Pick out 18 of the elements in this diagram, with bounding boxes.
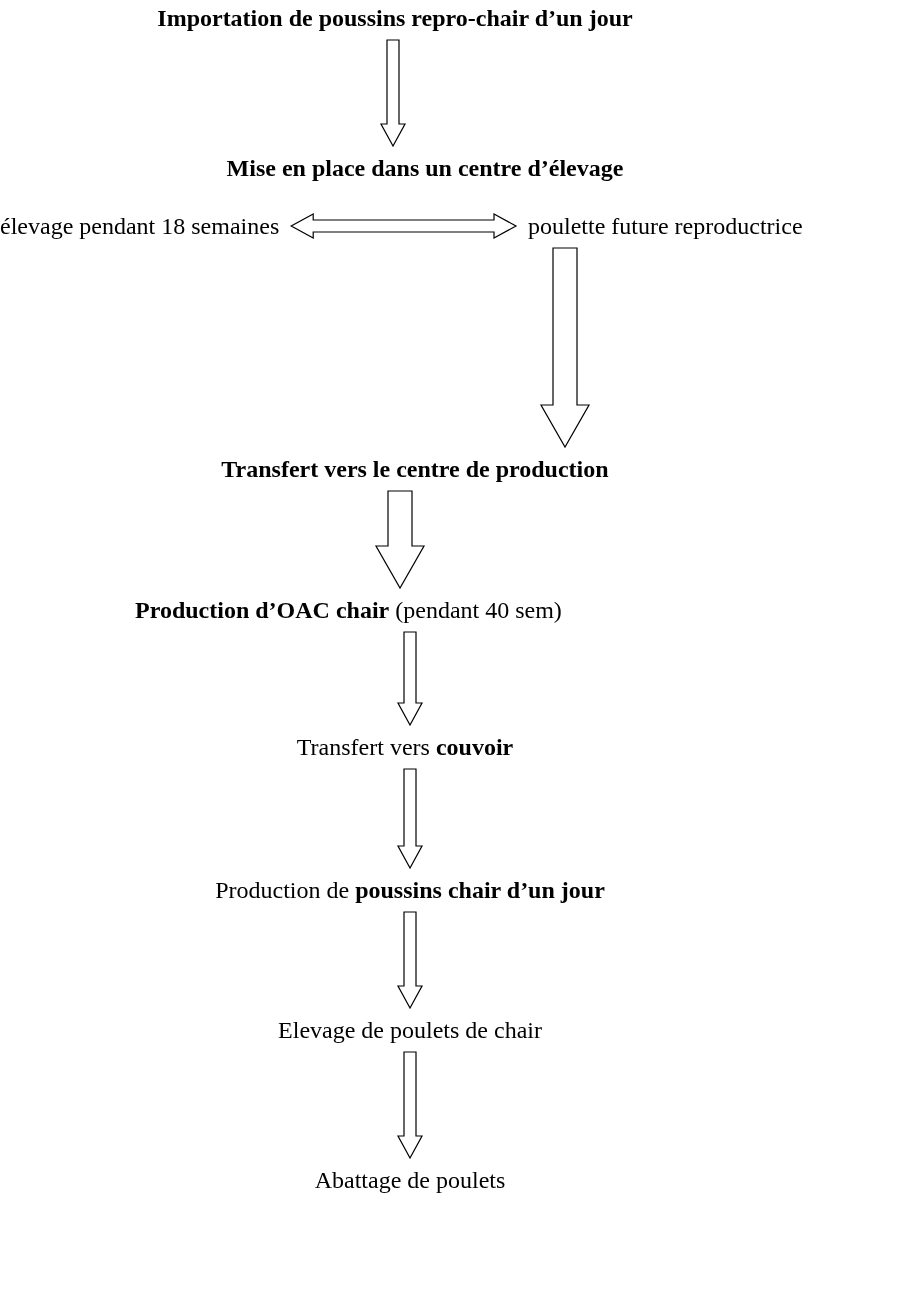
hollow-arrow [380,39,406,148]
step-text: Transfert vers couvoir [296,733,514,761]
step-text: Production de poussins chair d’un jour [215,876,605,904]
step-text: Mise en place dans un centre d’élevage [226,154,624,182]
hollow-arrow [397,631,423,727]
hollow-arrow [374,490,426,590]
hollow-arrow [539,247,591,449]
hollow-arrow [397,1051,423,1160]
step-text: Transfert vers le centre de production [221,455,609,483]
hollow-arrow [289,213,518,239]
step-text: élevage pendant 18 semaines [0,212,280,240]
step-text: poulette future reproductrice [528,212,803,240]
step-text: Abattage de poulets [314,1166,506,1194]
hollow-arrow [397,768,423,870]
step-text: Elevage de poulets de chair [278,1016,542,1044]
step-text: Importation de poussins repro-chair d’un jour [157,4,633,32]
step-text: Production d’OAC chair (pendant 40 sem) [135,596,562,624]
hollow-arrow [397,911,423,1010]
